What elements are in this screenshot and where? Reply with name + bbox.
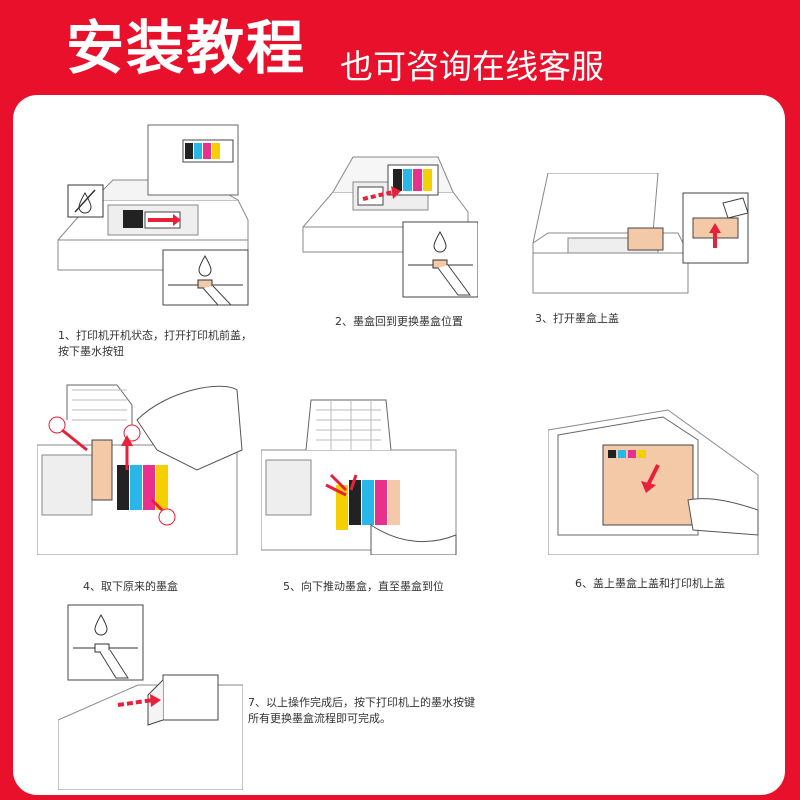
- step-2-line-1: 2、墨盒回到更换墨盒位置: [335, 315, 463, 328]
- instructions-card: 1、打印机开机状态，打开打印机前盖， 按下墨水按钮: [13, 95, 785, 795]
- step-7-text: 7、以上操作完成后，按下打印机上的墨水按键 所有更换墨盒流程即可完成。: [248, 695, 475, 727]
- step-7-line-1: 7、以上操作完成后，按下打印机上的墨水按键: [248, 696, 475, 709]
- header: 安装教程 也可咨询在线客服: [0, 0, 800, 95]
- step-5-line-1: 5、向下推动墨盒，直至墨盒到位: [283, 580, 444, 593]
- step-7-illustration: [58, 600, 243, 790]
- step-5-text: 5、向下推动墨盒，直至墨盒到位: [283, 579, 444, 595]
- step-1-line-2: 按下墨水按钮: [58, 345, 124, 358]
- step-4-line-1: 4、取下原来的墨盒: [83, 580, 178, 593]
- step-4-illustration: [37, 380, 252, 555]
- step-1-line-1: 1、打印机开机状态，打开打印机前盖，: [58, 329, 252, 342]
- step-2-text: 2、墨盒回到更换墨盒位置: [335, 314, 463, 330]
- step-6-text: 6、盖上墨盒上盖和打印机上盖: [575, 576, 725, 592]
- step-1-text: 1、打印机开机状态，打开打印机前盖， 按下墨水按钮: [58, 328, 252, 360]
- step-4-text: 4、取下原来的墨盒: [83, 579, 178, 595]
- step-5-illustration: [261, 395, 461, 555]
- step-3-illustration: [528, 173, 753, 303]
- page-subtitle: 也可咨询在线客服: [340, 47, 604, 86]
- step-3-text: 3、打开墨盒上盖: [535, 311, 619, 327]
- step-6-illustration: [548, 405, 763, 555]
- step-3-line-1: 3、打开墨盒上盖: [535, 312, 619, 325]
- page-title: 安装教程: [66, 14, 307, 82]
- step-2-illustration: [298, 137, 478, 302]
- step-7-line-2: 所有更换墨盒流程即可完成。: [248, 712, 391, 725]
- step-6-line-1: 6、盖上墨盒上盖和打印机上盖: [575, 577, 725, 590]
- step-1-illustration: [53, 120, 253, 310]
